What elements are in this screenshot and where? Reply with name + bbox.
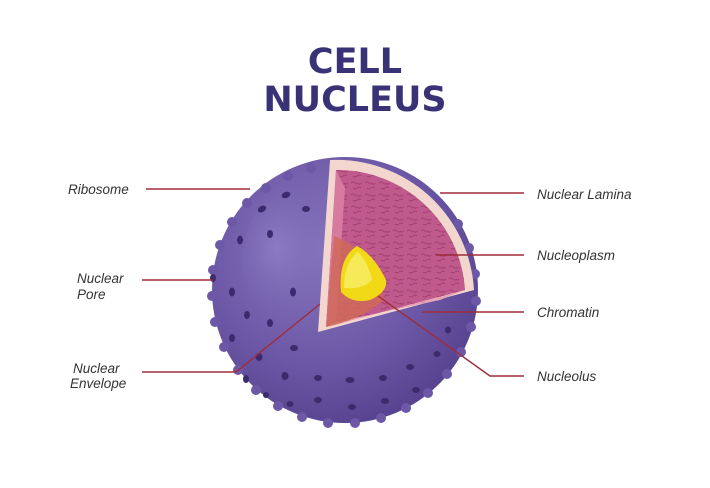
nucleolus	[340, 246, 387, 301]
nuclear-pores	[210, 191, 451, 410]
leader-lines	[142, 188, 524, 377]
label-nuclear-pore-line1: Nuclear	[77, 271, 124, 286]
title-line-cell: CELL	[307, 42, 403, 82]
leader-nuclear-envelope	[142, 303, 321, 373]
label-nucleolus: Nucleolus	[537, 369, 597, 384]
label-nuclear-pore-line2: Pore	[77, 287, 106, 302]
label-nuclear-envelope-line1: Nuclear	[73, 361, 120, 376]
leader-nucleolus	[377, 295, 524, 377]
label-chromatin: Chromatin	[537, 305, 600, 320]
label-nucleoplasm: Nucleoplasm	[537, 248, 616, 263]
label-nuclear-envelope-line2: Envelope	[70, 376, 127, 391]
title-line-nucleus: NUCLEUS	[263, 80, 447, 120]
label-ribosome: Ribosome	[68, 182, 129, 197]
label-nuclear-lamina: Nuclear Lamina	[537, 187, 632, 202]
